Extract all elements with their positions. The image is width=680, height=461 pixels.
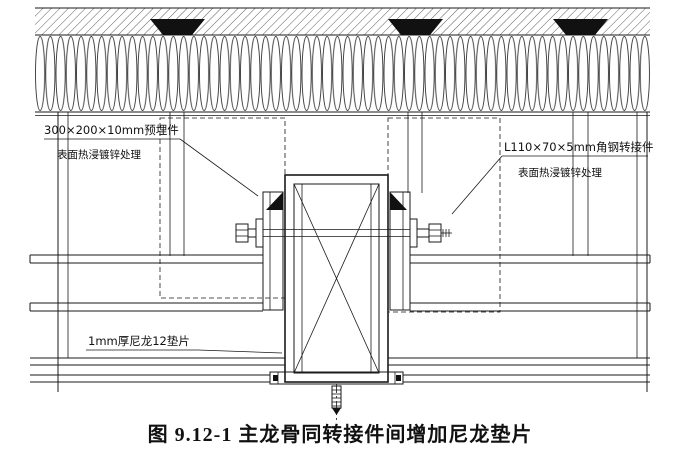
- weld-mark-right: [390, 192, 407, 210]
- nut-right: [428, 223, 442, 243]
- embedded-plate-projection: [159, 117, 286, 299]
- angle-connector-projection: [387, 117, 501, 313]
- figure-caption: 图 9.12-1 主龙骨同转接件间增加尼龙垫片: [147, 424, 533, 446]
- bolt-head-left: [235, 223, 249, 243]
- angle-connector-plate-right: [389, 191, 411, 311]
- weld-mark-left: [266, 192, 283, 210]
- label-angle-connector: L110×70×5mm角钢转接件 表面热浸镀锌处理: [451, 140, 653, 215]
- ceiling-panels: [30, 357, 650, 383]
- leader-line: [179, 138, 259, 197]
- leader-line: [197, 349, 283, 354]
- bolt-assembly-left: [235, 218, 264, 248]
- embedded-anchors: [150, 19, 608, 35]
- insulation-layer: [35, 35, 650, 116]
- washer-right: [409, 218, 418, 248]
- label-embedded-plate: 300×200×10mm预埋件 表面热浸镀锌处理: [44, 123, 259, 197]
- embedded-plate-note: 表面热浸镀锌处理: [57, 148, 141, 161]
- structure-vertical-lines: [57, 112, 648, 392]
- leader-line: [451, 155, 503, 215]
- angle-connector-note: 表面热浸镀锌处理: [518, 166, 602, 179]
- screw-tip: [332, 408, 341, 415]
- washer-left: [255, 218, 264, 248]
- angle-connectors: [262, 191, 411, 311]
- label-nylon-shim: 1mm厚尼龙12垫片: [86, 334, 283, 354]
- bolt-assembly-right: [409, 218, 452, 248]
- angle-connector-plate-left: [262, 191, 284, 311]
- embedded-anchor-left: [150, 19, 205, 35]
- horizontal-rails: [29, 254, 651, 312]
- main-keel-profile: [284, 174, 389, 383]
- nylon-shim-label: 1mm厚尼龙12垫片: [88, 334, 190, 348]
- embedded-anchor-right: [553, 19, 608, 35]
- bottom-screw: [331, 384, 342, 420]
- hanger-rods: [169, 112, 589, 256]
- bolt-shaft-through: [263, 229, 410, 237]
- projection-dashed-boxes: [159, 117, 501, 313]
- embedded-plate-label: 300×200×10mm预埋件: [44, 123, 179, 137]
- embedded-anchor-middle: [388, 19, 443, 35]
- angle-connector-label: L110×70×5mm角钢转接件: [504, 140, 653, 154]
